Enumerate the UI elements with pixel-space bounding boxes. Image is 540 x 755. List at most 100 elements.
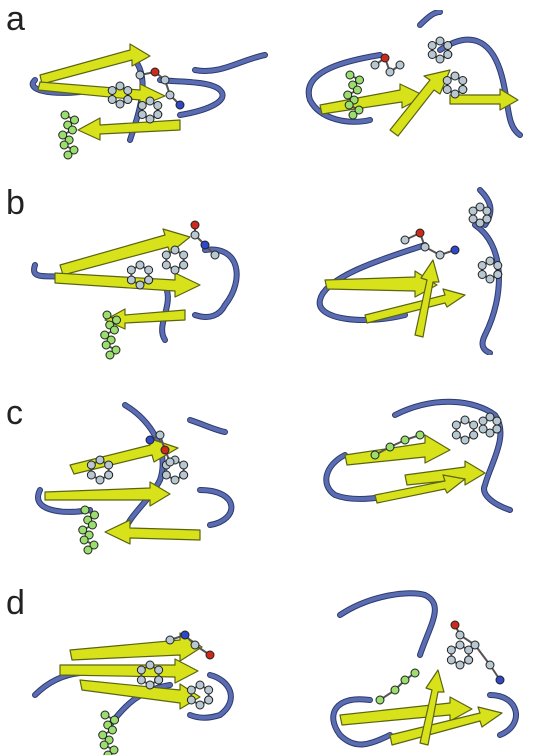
ring-atom <box>428 42 436 50</box>
sidechain-atom <box>381 54 389 62</box>
ligand-atom <box>108 726 116 734</box>
ring-atom <box>494 262 502 270</box>
ring-atom <box>470 431 478 439</box>
ligand-atom <box>401 436 409 444</box>
ring-atom <box>136 261 144 269</box>
sidechain-atom <box>421 243 429 251</box>
ring-atom <box>116 100 124 108</box>
ring-atom <box>180 251 188 259</box>
ligand-atom <box>84 546 92 554</box>
sidechain-atom <box>181 631 189 639</box>
ring-atom <box>494 271 502 279</box>
ring-atom <box>124 87 132 95</box>
ring-atom <box>493 417 501 425</box>
ring-atom <box>444 42 452 50</box>
ligand-atom <box>106 351 114 359</box>
structure-d-right <box>310 585 535 754</box>
ligand-atom <box>401 676 409 684</box>
sidechain-atom <box>156 431 164 439</box>
sidechain-atom <box>386 68 394 76</box>
ring-atom <box>136 281 144 289</box>
strand <box>40 44 150 84</box>
ligand-atom <box>100 741 108 749</box>
loop-outline <box>340 593 435 655</box>
ligand-atom <box>81 506 89 514</box>
ligand-atom <box>386 443 394 451</box>
panel-label-d: d <box>6 586 25 620</box>
structure-a-left <box>20 20 270 170</box>
ring-atom <box>162 261 170 269</box>
sidechain-atom <box>161 446 169 454</box>
ring-atom <box>171 476 179 484</box>
ring-atom <box>461 416 469 424</box>
strand <box>60 659 198 683</box>
ring-atom <box>180 261 188 269</box>
ring-atom <box>483 215 491 223</box>
panel-label-c: c <box>6 396 23 430</box>
sidechain-atom <box>416 229 424 237</box>
ring-atom <box>162 471 170 479</box>
ring-atom <box>96 476 104 484</box>
ring-atom <box>461 436 469 444</box>
ring-atom <box>108 96 116 104</box>
ring-atom <box>105 461 113 469</box>
ring-atom <box>205 686 213 694</box>
ring-atom <box>459 77 467 85</box>
ring-atom <box>87 461 95 469</box>
ring-atom <box>469 215 477 223</box>
loop <box>200 490 231 525</box>
sidechain-atom <box>176 101 184 109</box>
ring-atom <box>137 676 145 684</box>
ring-atom <box>155 666 163 674</box>
ring-atom <box>171 266 179 274</box>
ligand-atom <box>102 341 110 349</box>
ring-atom <box>127 266 135 274</box>
strand <box>80 680 200 709</box>
sidechain-atom <box>451 246 459 254</box>
ligand-atom <box>91 511 99 519</box>
sidechain-atom <box>401 236 409 244</box>
ring-atom <box>154 111 162 119</box>
ring-atom <box>146 661 154 669</box>
loop <box>190 420 225 432</box>
ligand-atom <box>71 116 79 124</box>
strand <box>345 435 450 465</box>
ligand-atom <box>345 101 353 109</box>
strand <box>105 520 200 544</box>
ring-atom <box>138 102 146 110</box>
sidechain-atom <box>151 68 159 76</box>
ring-atom <box>155 676 163 684</box>
sidechain-atom <box>201 241 209 249</box>
ring-atom <box>180 471 188 479</box>
ring-atom <box>447 646 455 654</box>
structure-a-right <box>290 10 540 160</box>
ligand-atom <box>353 86 361 94</box>
ring-atom <box>447 656 455 664</box>
structure-b-right <box>305 185 535 355</box>
ring-atom <box>154 102 162 110</box>
ring-atom <box>196 701 204 709</box>
ring-atom <box>180 461 188 469</box>
sidechain-atom <box>166 636 174 644</box>
ring-atom <box>145 276 153 284</box>
structure-b-left <box>25 205 255 375</box>
sidechain-atom <box>471 641 479 649</box>
ring-atom <box>162 251 170 259</box>
ligand-atom <box>110 326 118 334</box>
structure-c-right <box>315 385 530 525</box>
strand <box>55 273 200 297</box>
ring-atom <box>456 661 464 669</box>
ligand-atom <box>60 141 68 149</box>
ring-atom <box>478 271 486 279</box>
ligand-atom <box>113 316 121 324</box>
ring-atom <box>479 425 487 433</box>
ring-atom <box>205 696 213 704</box>
ring-atom <box>459 86 467 94</box>
sidechain-atom <box>396 61 404 69</box>
ring-atom <box>444 51 452 59</box>
ligand-atom <box>411 669 419 677</box>
ring-atom <box>196 681 204 689</box>
ring-atom <box>456 641 464 649</box>
strand <box>45 482 170 506</box>
ring-atom <box>145 266 153 274</box>
